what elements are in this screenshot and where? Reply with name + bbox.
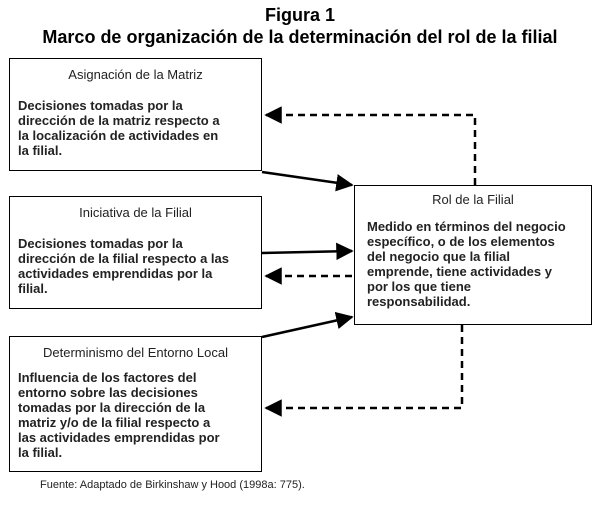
box-determinismo-entorno: Determinismo del Entorno Local Influenci… — [9, 336, 262, 472]
box-rol-filial-heading: Rol de la Filial — [432, 192, 514, 207]
box-rol-filial-text: Medido en términos del negocio específic… — [367, 219, 566, 309]
box-rol-filial: Rol de la Filial Medido en términos del … — [354, 185, 592, 325]
box-asignacion-matriz-heading: Asignación de la Matriz — [68, 67, 203, 82]
box-iniciativa-filial-text: Decisiones tomadas por la dirección de l… — [18, 236, 229, 296]
box-iniciativa-filial-heading: Iniciativa de la Filial — [79, 205, 192, 220]
box-asignacion-matriz-text: Decisiones tomadas por la dirección de l… — [18, 98, 220, 158]
figure-label: Figura 1 — [264, 5, 335, 25]
figure-title: Marco de organización de la determinació… — [42, 27, 558, 47]
source-note: Fuente: Adaptado de Birkinshaw y Hood (1… — [40, 479, 305, 491]
box-iniciativa-filial: Iniciativa de la Filial Decisiones tomad… — [9, 196, 262, 309]
feedback-rol-to-entorno — [264, 325, 464, 417]
box-determinismo-entorno-text: Influencia de los factores del entorno s… — [18, 370, 220, 460]
arrow-entorno-to-rol — [261, 311, 354, 339]
box-determinismo-entorno-heading: Determinismo del Entorno Local — [43, 345, 228, 360]
box-asignacion-matriz: Asignación de la Matriz Decisiones tomad… — [9, 58, 262, 171]
feedback-rol-to-matriz — [264, 106, 477, 185]
arrow-matriz-to-rol — [261, 170, 354, 192]
arrow-iniciativa-to-rol — [261, 242, 354, 261]
